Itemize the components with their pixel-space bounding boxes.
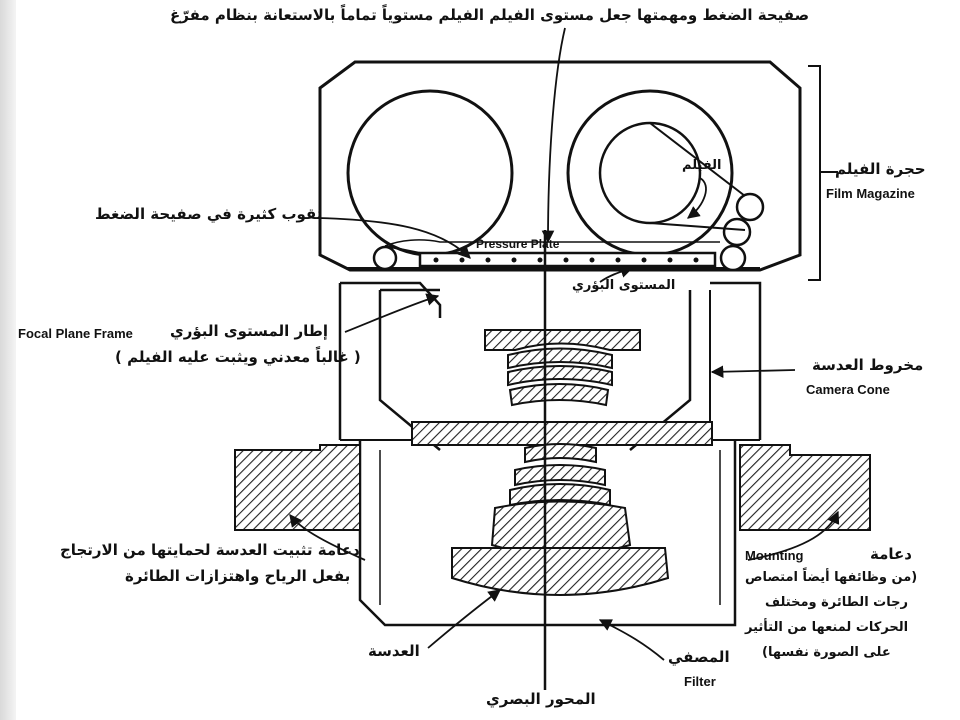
lens-element-6 <box>514 464 606 487</box>
lower-body <box>358 440 737 627</box>
focal-plane-label: المستوى البؤري <box>572 278 676 293</box>
leader-camera-cone <box>710 365 796 379</box>
lens-element-3 <box>507 365 613 387</box>
mounting-note-4: على الصورة نفسها) <box>762 645 891 660</box>
mounting-label-ar: دعامة <box>870 545 912 563</box>
film-magazine-bracket <box>808 65 821 281</box>
lens-element-4 <box>508 383 610 407</box>
mounting-note-2: رجات الطائرة ومختلف <box>765 595 908 610</box>
film-magazine-label-ar: حجرة الفيلم <box>835 160 926 178</box>
film-path <box>384 122 746 269</box>
mounting-note-3: الحركات لمنعها من التأثير <box>745 620 909 635</box>
focal-plane-frame-label-en: Focal Plane Frame <box>18 326 133 341</box>
holes-label: ثقوب كثيرة في صفيحة الضغط <box>95 205 323 223</box>
leader-film <box>686 177 707 219</box>
lens-element-2 <box>507 347 613 370</box>
scan-edge <box>0 0 16 720</box>
pressure-plate-holes <box>433 257 699 263</box>
lens-element-5 <box>524 443 597 464</box>
leader-top-caption <box>541 27 566 244</box>
leader-mounting-left <box>289 514 366 561</box>
mounting-left-label-1: دعامة تثبيت العدسة لحمايتها من الارتجاج <box>60 541 360 559</box>
optical-axis-label: المحور البصري <box>486 690 596 708</box>
lens-diaphragm <box>411 421 713 446</box>
film-label: الفيلم <box>682 158 722 173</box>
leader-focal-frame <box>344 293 440 333</box>
film-roll <box>598 121 702 225</box>
top-caption: صفيحة الضغط ومهمتها جعل مستوى الفيلم الف… <box>170 6 810 24</box>
camera-cone-label-en: Camera Cone <box>806 382 890 397</box>
filter-label-ar: المصفي <box>668 648 730 666</box>
leader-filter <box>598 619 665 661</box>
focal-plane-frame-label-ar: إطار المستوى البؤري <box>170 322 329 340</box>
mounting-left <box>234 444 361 531</box>
roller-right-3 <box>719 244 747 272</box>
focal-plane-frame-note: ( غالباً معدني ويثبت عليه الفيلم ) <box>115 348 361 366</box>
lens-element-1 <box>484 329 641 351</box>
leader-holes <box>317 217 471 259</box>
lens-label: العدسة <box>368 642 420 660</box>
film-magazine-housing <box>318 60 802 272</box>
mounting-left-label-2: بفعل الرياح واهتزازات الطائرة <box>125 567 351 585</box>
film-magazine-label-en: Film Magazine <box>826 186 915 201</box>
leader-lens <box>427 589 502 649</box>
roller-left <box>372 245 398 271</box>
filter-element <box>451 547 670 596</box>
roller-right-2 <box>722 217 752 247</box>
pressure-plate-label: Pressure Plate <box>476 237 560 251</box>
mounting-note-1: (من وظائفها أيضاً امتصاص <box>745 570 918 585</box>
mounting-right <box>739 444 871 531</box>
leader-focal-plane <box>599 265 634 283</box>
takeup-spool <box>566 89 734 257</box>
filter-label-en: Filter <box>684 674 716 689</box>
supply-spool <box>346 89 514 257</box>
mounting-label-en: Mounting <box>745 548 804 563</box>
camera-cone-label-ar: مخروط العدسة <box>812 356 924 374</box>
roller-right-1 <box>735 192 765 222</box>
leader-mounting-right <box>747 510 840 561</box>
lens-element-8 <box>490 500 632 556</box>
